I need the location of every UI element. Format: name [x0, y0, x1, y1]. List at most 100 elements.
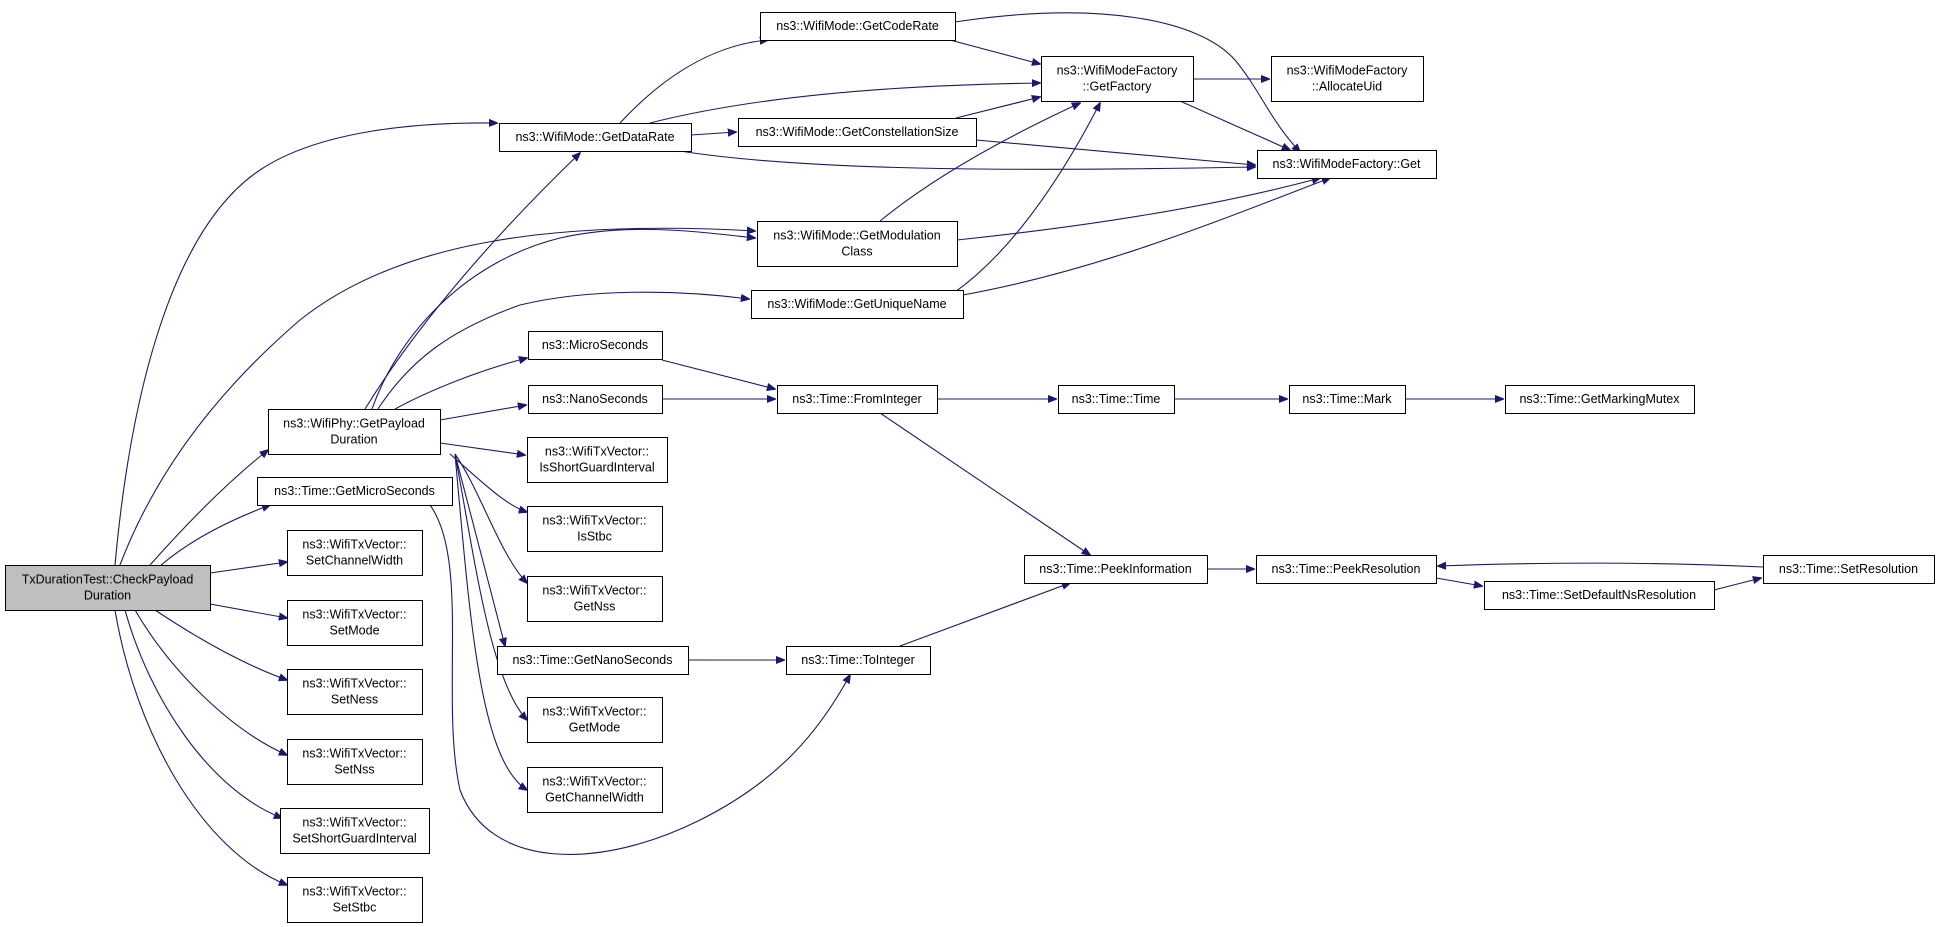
node-box — [1256, 555, 1437, 584]
node-box — [527, 437, 668, 483]
edge-line — [690, 132, 736, 135]
node-label: ns3::Time::GetMarkingMutex — [1519, 392, 1680, 406]
edge-line — [956, 178, 1320, 241]
node-nanoSeconds[interactable]: ns3::NanoSeconds — [528, 385, 663, 414]
edge-root-to-setShortGuardInterval — [124, 609, 282, 818]
node-box — [528, 331, 663, 360]
node-box — [751, 290, 964, 319]
node-box — [1024, 555, 1208, 584]
node-label: ns3::WifiTxVector:: — [542, 514, 646, 528]
node-getUniqueName[interactable]: ns3::WifiMode::GetUniqueName — [751, 290, 964, 319]
node-label: ns3::WifiTxVector:: — [302, 816, 406, 830]
node-label: ns3::NanoSeconds — [542, 392, 648, 406]
edge-getPayloadDuration-to-getModulationClass — [371, 228, 755, 410]
edge-line — [429, 504, 850, 855]
node-label: GetMode — [569, 721, 620, 735]
node-factoryGet[interactable]: ns3::WifiModeFactory::Get — [1257, 150, 1437, 179]
node-getNanoSeconds[interactable]: ns3::Time::GetNanoSeconds — [497, 646, 689, 675]
node-setShortGuardInterval[interactable]: ns3::WifiTxVector::SetShortGuardInterval — [280, 808, 430, 854]
edge-getDataRate-to-factoryGetFactory — [649, 83, 1040, 124]
edge-line — [114, 123, 497, 566]
node-label: IsShortGuardInterval — [539, 461, 654, 475]
node-timeTime[interactable]: ns3::Time::Time — [1058, 385, 1175, 414]
node-box — [1271, 56, 1424, 102]
node-label: ns3::WifiModeFactory — [1287, 64, 1409, 78]
node-setNss[interactable]: ns3::WifiTxVector::SetNss — [287, 739, 423, 785]
node-factoryAllocateUid[interactable]: ns3::WifiModeFactory::AllocateUid — [1271, 56, 1424, 102]
node-getNss[interactable]: ns3::WifiTxVector::GetNss — [527, 576, 663, 622]
edge-line — [364, 153, 580, 410]
edge-root-to-setChannelWidth — [209, 562, 287, 574]
edge-getDataRate-to-getCodeRate — [619, 40, 768, 124]
edge-line — [114, 609, 287, 885]
node-box — [499, 123, 692, 152]
node-setChannelWidth[interactable]: ns3::WifiTxVector::SetChannelWidth — [287, 530, 423, 576]
node-box — [1257, 150, 1437, 179]
node-peekResolution[interactable]: ns3::Time::PeekResolution — [1256, 555, 1437, 584]
node-box — [268, 409, 441, 455]
edge-getModulationClass-to-factoryGetFactory — [879, 103, 1080, 222]
edge-setResolution-to-peekResolution — [1438, 563, 1764, 567]
edge-getPayloadDuration-to-getMode — [454, 453, 527, 720]
edge-line — [119, 228, 755, 566]
node-getMarkingMutex[interactable]: ns3::Time::GetMarkingMutex — [1505, 385, 1695, 414]
node-isShortGuardInterval[interactable]: ns3::WifiTxVector::IsShortGuardInterval — [527, 437, 668, 483]
edge-root-to-getDataRate — [114, 123, 497, 566]
node-label: ns3::WifiTxVector:: — [302, 538, 406, 552]
edge-getUniqueName-to-factoryGet — [962, 178, 1330, 296]
node-label: ns3::WifiPhy::GetPayload — [283, 417, 425, 431]
node-factoryGetFactory[interactable]: ns3::WifiModeFactory::GetFactory — [1041, 56, 1194, 102]
node-setDefaultNsResolution[interactable]: ns3::Time::SetDefaultNsResolution — [1484, 581, 1715, 610]
node-box — [280, 808, 430, 854]
node-label: ns3::WifiTxVector:: — [542, 584, 646, 598]
node-toInteger[interactable]: ns3::Time::ToInteger — [786, 646, 931, 675]
node-label: ns3::WifiTxVector:: — [302, 747, 406, 761]
edge-line — [371, 228, 755, 410]
edge-line — [1713, 578, 1761, 591]
edge-getDataRate-to-factoryGet — [679, 150, 1255, 169]
edge-line — [209, 603, 287, 618]
node-fromInteger[interactable]: ns3::Time::FromInteger — [777, 385, 938, 414]
edge-line — [134, 609, 287, 755]
edge-line — [954, 12, 1300, 152]
node-setResolution[interactable]: ns3::Time::SetResolution — [1763, 555, 1935, 584]
nodes-layer: TxDurationTest::CheckPayloadDurationns3:… — [5, 12, 1935, 923]
edge-root-to-setNess — [154, 609, 287, 680]
node-label: ns3::WifiTxVector:: — [302, 608, 406, 622]
node-label: Duration — [330, 433, 377, 447]
node-label: SetMode — [329, 624, 379, 638]
node-peekInformation[interactable]: ns3::Time::PeekInformation — [1024, 555, 1208, 584]
node-box — [760, 12, 956, 41]
node-label: GetChannelWidth — [545, 791, 644, 805]
edge-line — [209, 562, 287, 574]
node-label: GetNss — [574, 600, 616, 614]
node-timeMark[interactable]: ns3::Time::Mark — [1289, 385, 1406, 414]
node-box — [1041, 56, 1194, 102]
node-setNess[interactable]: ns3::WifiTxVector::SetNess — [287, 669, 423, 715]
node-isStbc[interactable]: ns3::WifiTxVector::IsStbc — [527, 506, 663, 552]
node-setMode[interactable]: ns3::WifiTxVector::SetMode — [287, 600, 423, 646]
node-label: ns3::Time::Mark — [1302, 392, 1392, 406]
node-box — [1763, 555, 1935, 584]
edge-line — [1438, 563, 1764, 567]
node-box — [777, 385, 938, 414]
edge-getCodeRate-to-factoryGetFactory — [949, 39, 1040, 64]
node-getConstellationSize[interactable]: ns3::WifiMode::GetConstellationSize — [738, 118, 977, 147]
edge-line — [954, 103, 1100, 293]
node-box — [738, 118, 977, 147]
node-box — [497, 646, 689, 675]
edge-getDataRate-to-getConstellationSize — [690, 132, 736, 135]
node-microSeconds[interactable]: ns3::MicroSeconds — [528, 331, 663, 360]
node-getMicroSeconds[interactable]: ns3::Time::GetMicroSeconds — [257, 477, 453, 506]
node-getMode[interactable]: ns3::WifiTxVector::GetMode — [527, 697, 663, 743]
node-getChannelWidth[interactable]: ns3::WifiTxVector::GetChannelWidth — [527, 767, 663, 813]
edge-line — [879, 103, 1080, 222]
node-setStbc[interactable]: ns3::WifiTxVector::SetStbc — [287, 877, 423, 923]
node-getDataRate[interactable]: ns3::WifiMode::GetDataRate — [499, 123, 692, 152]
node-box — [287, 877, 423, 923]
node-label: ::GetFactory — [1083, 80, 1153, 94]
node-getCodeRate[interactable]: ns3::WifiMode::GetCodeRate — [760, 12, 956, 41]
